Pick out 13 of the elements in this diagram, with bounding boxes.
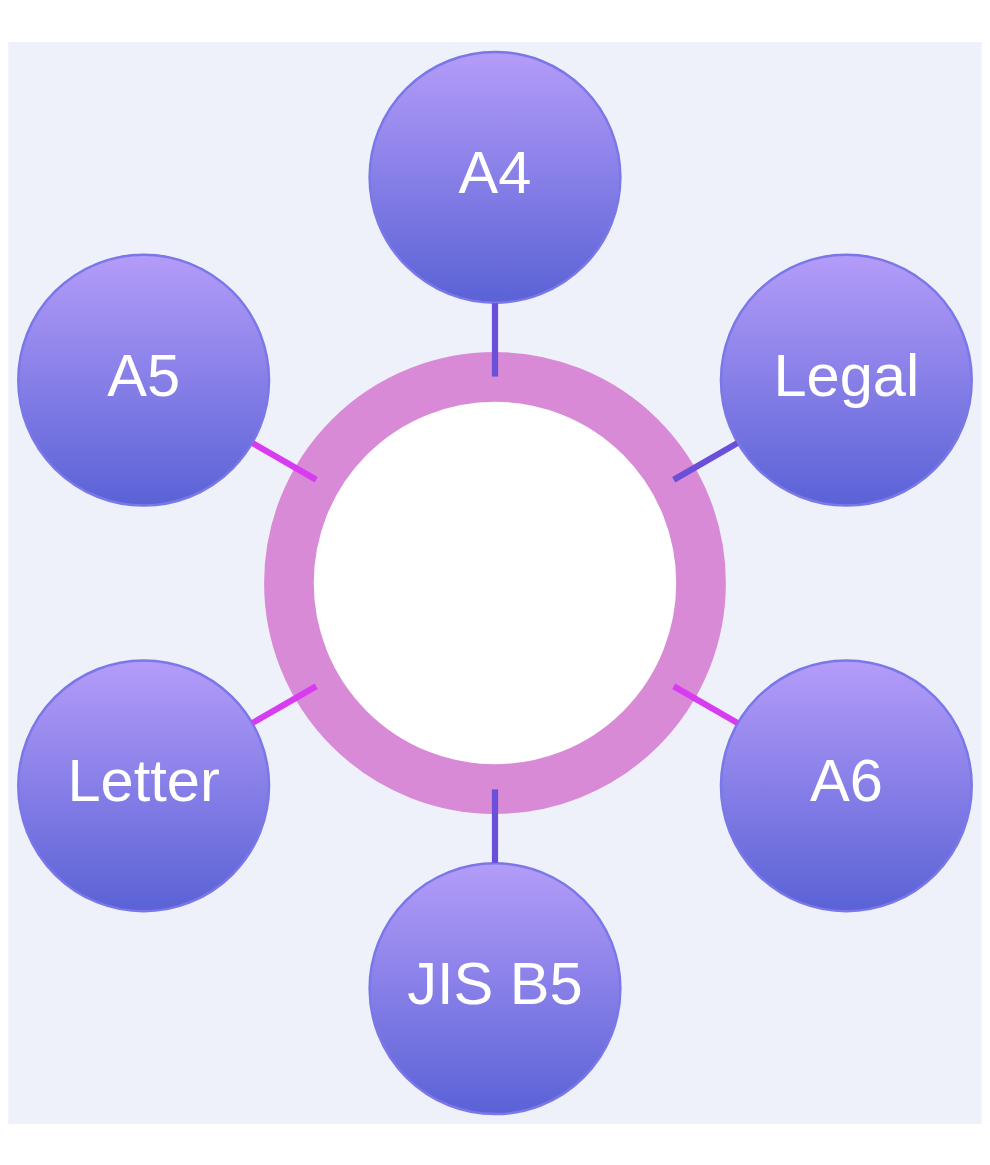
node-circle xyxy=(264,351,726,814)
connector xyxy=(672,439,739,482)
node-circle: JIS B5 xyxy=(368,861,622,1115)
connector xyxy=(491,788,499,863)
node-circle: A6 xyxy=(719,658,973,912)
node-circle: Legal xyxy=(719,253,973,507)
connector xyxy=(251,439,318,482)
connector xyxy=(251,683,318,726)
connector xyxy=(672,683,739,726)
connector xyxy=(491,302,499,377)
node-circle: Letter xyxy=(17,658,271,912)
node-circle: A4 xyxy=(368,50,622,304)
node-circle: A5 xyxy=(17,253,271,507)
